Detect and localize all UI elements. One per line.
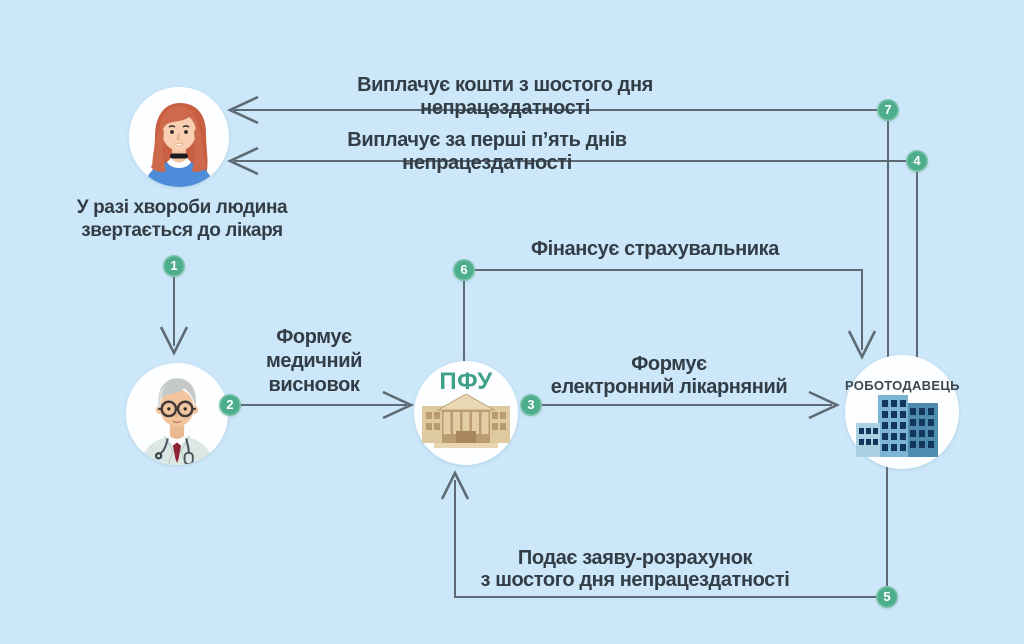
arrowheads (159, 95, 877, 500)
arrowhead-right-2 (382, 390, 415, 420)
label-claim: Подає заяву-розрахунок з шостого дня неп… (465, 547, 805, 591)
employer-label: РОБОТОДАВЕЦЬ (845, 378, 960, 393)
arrowhead-left-7 (226, 95, 259, 125)
patient-caption-line1: У разі хвороби людина (76, 197, 288, 218)
label-esick-line2: електронний лікарняний (550, 376, 788, 398)
label-medical-line3: висновок (268, 374, 360, 396)
arrowhead-up-5 (440, 470, 470, 500)
label-medical-conclusion: Формує медичний висновок (234, 325, 394, 397)
patient-caption-line2: звертається до лікаря (81, 220, 283, 241)
label-pay-sixth-day: Виплачує кошти з шостого дня непрацездат… (357, 74, 653, 119)
label-esick: Формує електронний лікарняний (519, 353, 819, 399)
arrowhead-right-3 (808, 390, 841, 420)
step-badge-6: 6 (453, 259, 475, 281)
step-badge-4: 4 (906, 150, 928, 172)
step-badge-5: 5 (876, 586, 898, 608)
doctor-icon (126, 363, 228, 465)
label-claim-line1: Подає заяву-розрахунок (517, 547, 753, 569)
step-badge-3: 3 (520, 394, 542, 416)
patient-icon (129, 87, 229, 187)
arrowhead-left-4 (226, 146, 259, 176)
label-finance-insurer: Фінансує страхувальника (531, 238, 779, 260)
patient-caption: У разі хвороби людина звертається до лік… (52, 196, 312, 242)
wire-5-elbow (454, 480, 876, 598)
step-badge-2: 2 (219, 394, 241, 416)
label-pay-first-five: Виплачує за перші п’ять днів непрацездат… (347, 129, 627, 174)
label-medical-line2: медичний (266, 350, 362, 372)
pfu-label: ПФУ (439, 368, 493, 395)
patient-node (129, 87, 229, 187)
step-badge-7: 7 (877, 99, 899, 121)
arrowhead-down-1 (159, 326, 189, 356)
doctor-node (126, 363, 228, 465)
employer-buildings-icon (856, 395, 948, 457)
step-badge-1: 1 (163, 255, 185, 277)
pfu-building-icon (422, 394, 510, 448)
label-claim-line2: з шостого дня непрацездатності (480, 569, 790, 591)
label-esick-line1: Формує (631, 353, 707, 375)
wire-paths (173, 109, 918, 598)
wire-6-elbow (475, 269, 863, 350)
arrowhead-down-6 (847, 330, 877, 360)
label-medical-line1: Формує (276, 326, 352, 348)
